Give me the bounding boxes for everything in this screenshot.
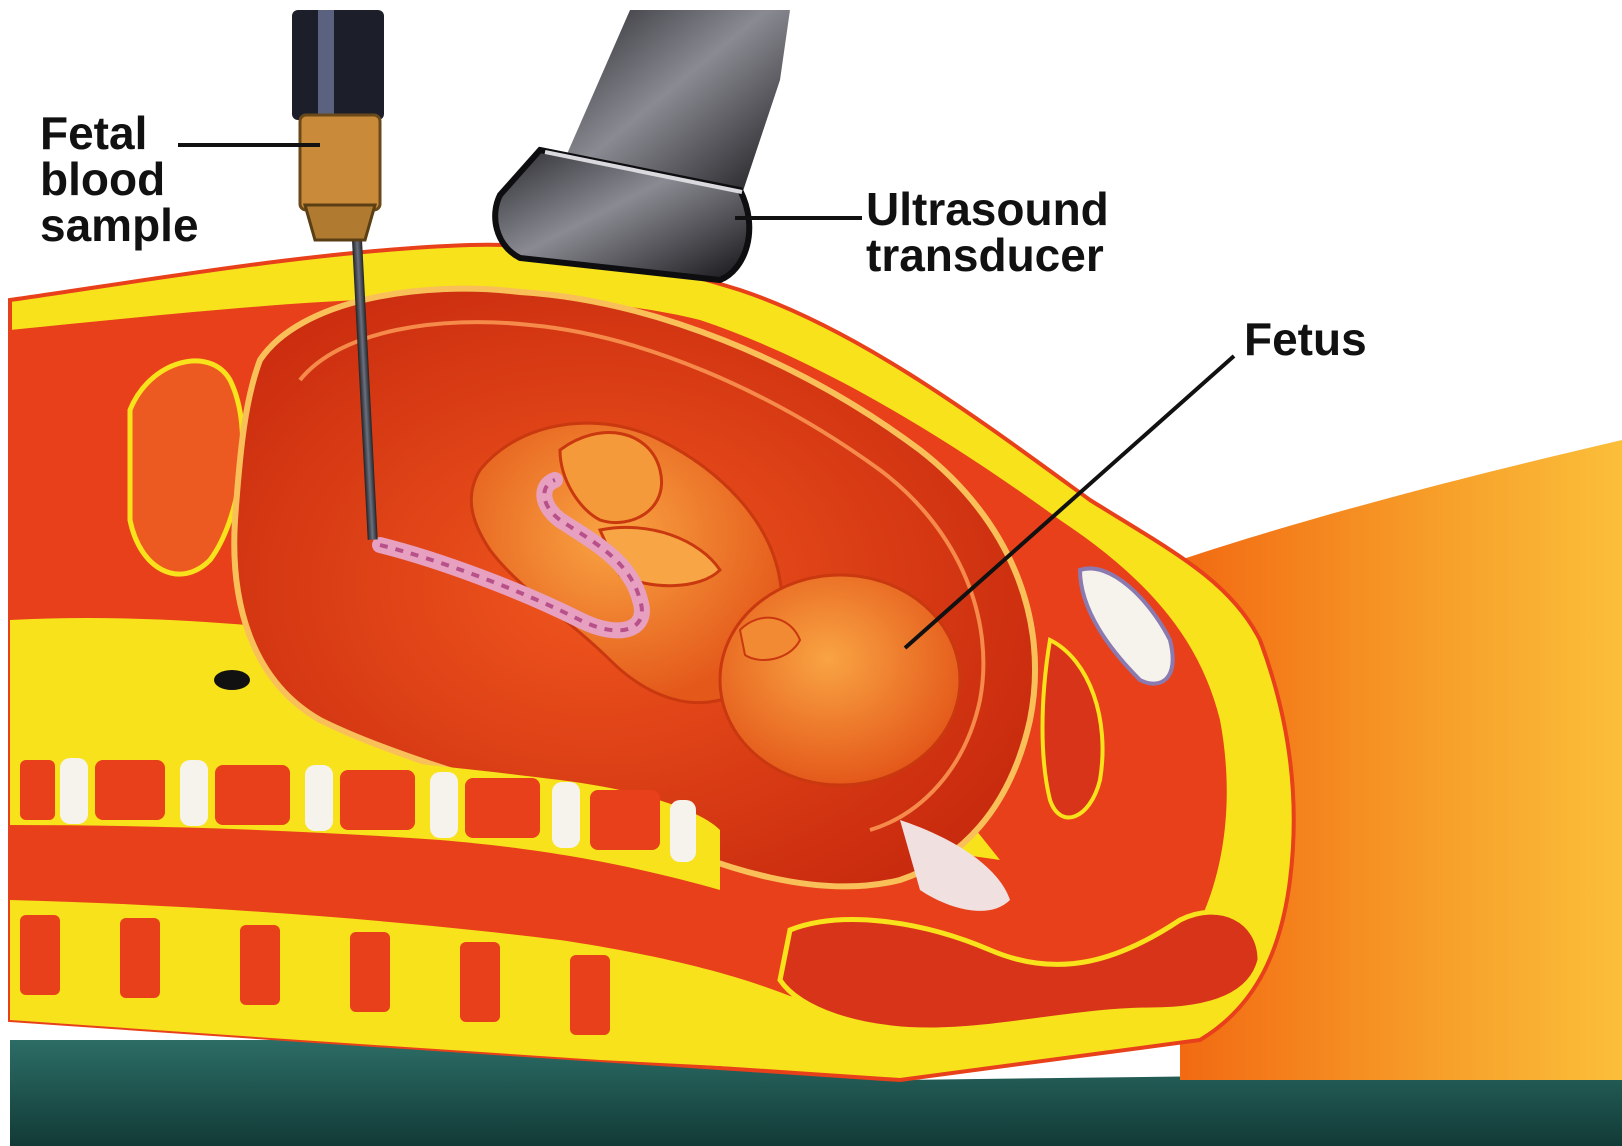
bowel-opening [214,670,250,690]
label-fetal-blood-sample-line-3: sample [40,202,199,248]
label-ultrasound-transducer: Ultrasound transducer [866,186,1109,278]
label-fetus: Fetus [1244,316,1367,362]
syringe-highlight [318,10,334,120]
label-ultrasound-transducer-line-2: transducer [866,232,1109,278]
label-fetal-blood-sample-line-2: blood [40,156,199,202]
label-fetal-blood-sample-line-1: Fetal [40,110,199,156]
fetus-head [720,575,960,785]
label-fetal-blood-sample: Fetal blood sample [40,110,199,248]
syringe-collar [300,115,380,210]
syringe-tip [305,205,375,240]
syringe-body [292,10,384,120]
label-ultrasound-transducer-line-1: Ultrasound [866,186,1109,232]
